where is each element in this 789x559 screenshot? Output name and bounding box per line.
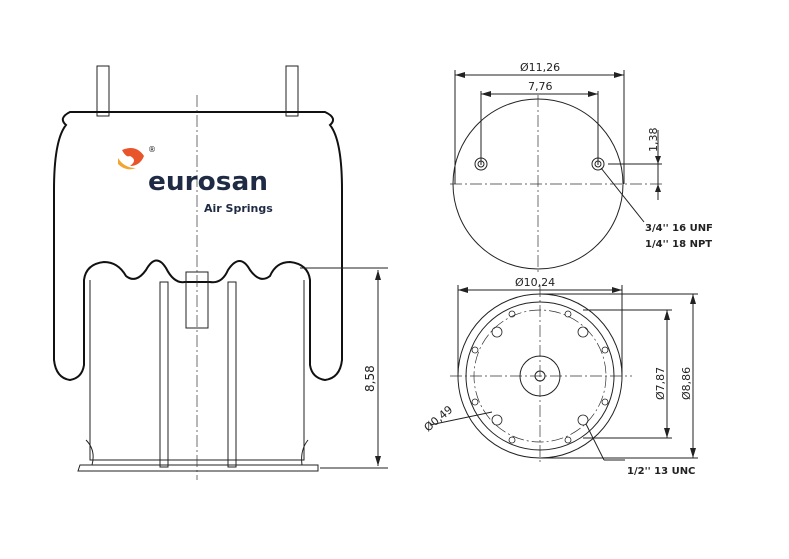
thread-label-2: 1/4'' 18 NPT [645, 239, 712, 250]
height-dimension: 8,58 [363, 365, 377, 392]
piston-diameter-dim: Ø10,24 [515, 276, 555, 289]
outer-diameter-dim: Ø11,26 [520, 61, 560, 74]
hole-diameter-dim: Ø0,49 [422, 403, 456, 434]
bolt-circle-dim: Ø7,87 [654, 367, 667, 400]
registered-mark: ® [148, 145, 156, 154]
outer-diameter-dim-bottom: Ø8,86 [680, 367, 693, 400]
thread-label-1: 3/4'' 16 UNF [645, 223, 713, 234]
stud-left [96, 65, 110, 117]
top-view: Ø11,26 7,76 1,38 3/4'' 16 UNF 1/4'' 18 N… [450, 61, 713, 272]
thread-label-bottom: 1/2'' 13 UNC [627, 466, 695, 477]
brand-name: eurosan [148, 167, 268, 197]
bottom-view: Ø10,24 Ø7,87 Ø8,86 Ø0,49 1/2'' 13 UNC [422, 276, 698, 477]
eurosan-logo: ® eurosan Air Springs [118, 145, 273, 215]
brand-tagline: Air Springs [204, 202, 273, 215]
side-view: 8,58 [53, 65, 388, 480]
stud-spacing-dim: 7,76 [528, 80, 553, 93]
offset-dim: 1,38 [647, 128, 660, 153]
stud-right [285, 65, 299, 117]
